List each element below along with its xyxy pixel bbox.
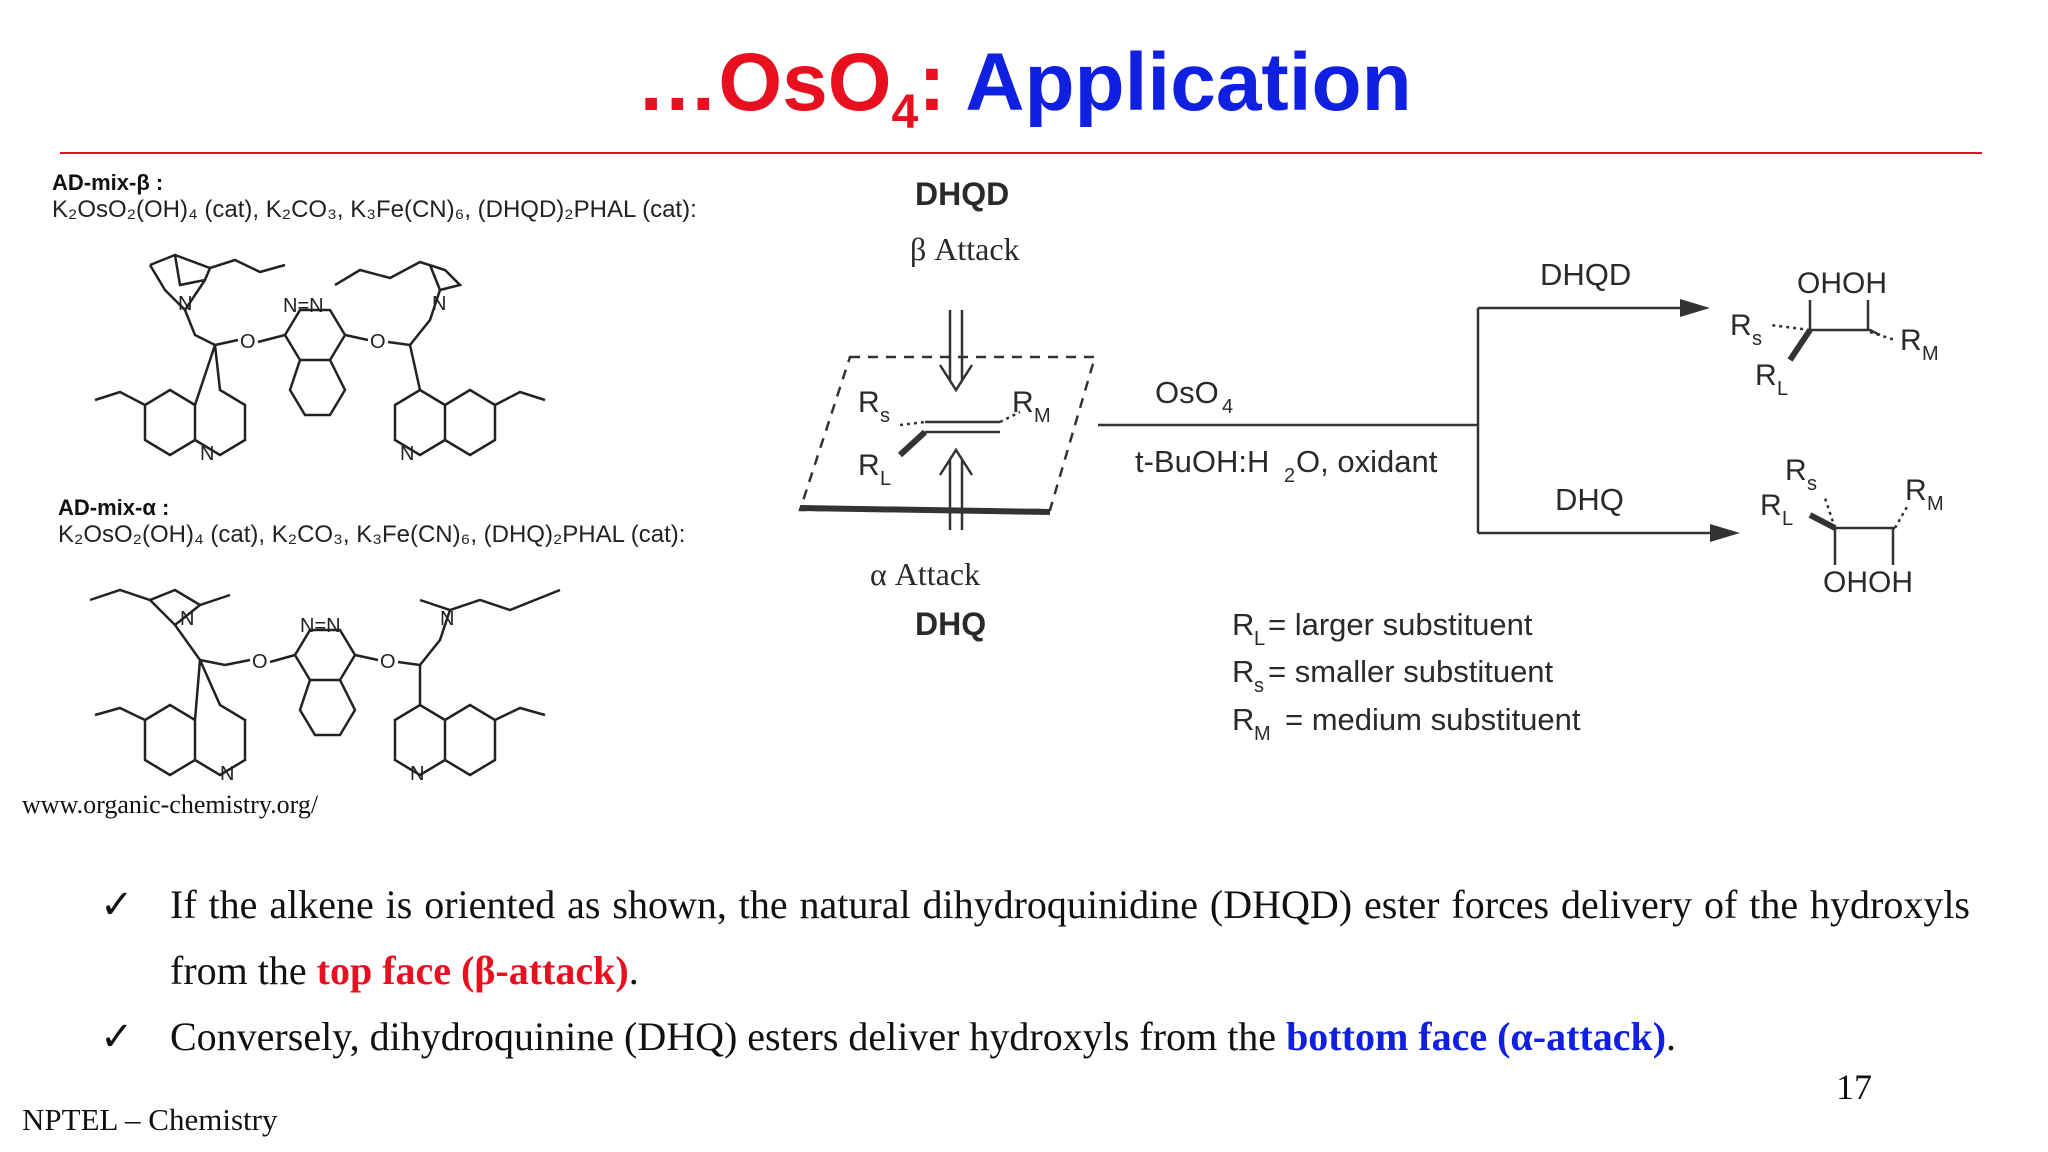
check-icon: ✓ xyxy=(100,882,134,927)
admix-beta-block: AD-mix-β : K₂OsO₂(OH)₄ (cat), K₂CO₃, K₃F… xyxy=(52,170,697,224)
legend-rl-sub: L xyxy=(1254,628,1265,650)
bullet-item-2: ✓ Conversely, dihydroquinine (DHQ) ester… xyxy=(100,1004,1970,1070)
admix-beta-heading: AD-mix-β : xyxy=(52,170,164,195)
substituent-legend: R L = larger substituent R s = smaller s… xyxy=(1232,607,1581,745)
azo-1: N=N xyxy=(283,295,324,317)
bullet-2-end: . xyxy=(1666,1014,1677,1059)
ring-n-3: N xyxy=(432,293,446,315)
bullet-item-1: ✓ If the alkene is oriented as shown, th… xyxy=(100,872,1970,1004)
alkene-rl: R xyxy=(858,449,880,482)
slide-title: …OsO4: Application xyxy=(0,42,2048,137)
footer-text: NPTEL – Chemistry xyxy=(22,1102,278,1137)
product-top-rs-sub: s xyxy=(1752,328,1762,350)
bullet-1-end: . xyxy=(628,948,639,993)
product-top-rm: R xyxy=(1900,324,1922,357)
ring-n-6: N xyxy=(220,763,234,785)
ligand-structures: N N N=N O O N N N N N=N O O N N xyxy=(89,253,561,785)
oxy-1: O xyxy=(240,331,256,353)
legend-rl-text: = larger substituent xyxy=(1268,607,1533,642)
bullet-1-highlight: top face (β-attack) xyxy=(316,948,629,993)
ring-n-4: N xyxy=(400,443,414,465)
reagent-solvent-a: t-BuOH:H xyxy=(1135,444,1269,479)
admix-alpha-reagents: K₂OsO₂(OH)₄ (cat), K₂CO₃, K₃Fe(CN)₆, (DH… xyxy=(58,521,686,548)
oxy-4: O xyxy=(380,651,396,673)
title-subscript: 4 xyxy=(891,86,919,139)
oxy-3: O xyxy=(252,651,268,673)
alkene-rs: R xyxy=(858,386,880,419)
bullet-2-text: Conversely, dihydroquinine (DHQ) esters … xyxy=(170,1014,1287,1059)
reagent-oso4-sub: 4 xyxy=(1222,396,1233,418)
product-top-rs: R xyxy=(1730,309,1752,342)
admix-beta-reagents: K₂OsO₂(OH)₄ (cat), K₂CO₃, K₃Fe(CN)₆, (DH… xyxy=(52,196,697,223)
bullet-2-highlight: bottom face (α-attack) xyxy=(1286,1014,1667,1059)
product-bottom-rm: R xyxy=(1905,474,1927,507)
branch-top-label: DHQD xyxy=(1540,257,1631,292)
bottom-ligand-label: DHQ xyxy=(915,606,986,642)
alkene-rl-sub: L xyxy=(880,468,891,490)
product-top-rm-sub: M xyxy=(1922,343,1939,365)
product-bottom-oh: OHOH xyxy=(1823,566,1913,599)
page-number: 17 xyxy=(1836,1067,1872,1107)
ring-n-5: N xyxy=(180,608,194,630)
product-top-oh: OHOH xyxy=(1797,267,1887,300)
product-bottom-rm-sub: M xyxy=(1927,493,1944,515)
bottom-attack-label: α Attack xyxy=(870,556,980,592)
title-divider xyxy=(60,152,1982,154)
alkene-rm-sub: M xyxy=(1034,405,1051,427)
alkene-rm: R xyxy=(1012,386,1034,419)
legend-rm-text: = medium substituent xyxy=(1285,702,1581,737)
product-bottom-rl: R xyxy=(1760,489,1782,522)
reagent-solvent-sub: 2 xyxy=(1284,465,1295,487)
legend-rs-r: R xyxy=(1232,654,1254,689)
reaction-scheme: DHQD β Attack α Attack DHQ R s R M R L O… xyxy=(798,176,1944,745)
oxy-2: O xyxy=(370,331,386,353)
ring-n-7: N xyxy=(440,608,454,630)
title-main: Application xyxy=(965,37,1412,128)
title-colon: : xyxy=(918,37,946,128)
reagent-oso4: OsO xyxy=(1155,375,1219,410)
product-bottom-rl-sub: L xyxy=(1782,508,1793,530)
reagent-solvent-b: O, oxidant xyxy=(1296,444,1438,479)
check-icon: ✓ xyxy=(100,1014,134,1059)
admix-alpha-heading: AD-mix-α : xyxy=(58,495,170,520)
dhq-phal-structure xyxy=(89,588,561,777)
branch-bottom-label: DHQ xyxy=(1555,482,1624,517)
top-ligand-label: DHQD xyxy=(915,176,1009,212)
product-bottom-rs-sub: s xyxy=(1807,473,1817,495)
legend-rm-r: R xyxy=(1232,702,1254,737)
admix-alpha-block: AD-mix-α : K₂OsO₂(OH)₄ (cat), K₂CO₃, K₃F… xyxy=(58,495,685,549)
dhqd-phal-structure xyxy=(94,253,546,457)
legend-rl-r: R xyxy=(1232,607,1254,642)
alkene-rs-sub: s xyxy=(880,405,890,427)
product-bottom-rs: R xyxy=(1785,454,1807,487)
bullet-1-text: If the alkene is oriented as shown, the … xyxy=(170,882,1970,993)
bullet-list: ✓ If the alkene is oriented as shown, th… xyxy=(100,872,1970,1070)
product-top-rl-sub: L xyxy=(1777,378,1788,400)
product-top-rl: R xyxy=(1755,359,1777,392)
azo-2: N=N xyxy=(300,615,341,637)
ring-n-1: N xyxy=(178,293,192,315)
ring-n-8: N xyxy=(410,763,424,785)
title-prefix: …OsO xyxy=(636,37,892,128)
legend-rs-sub: s xyxy=(1254,675,1264,697)
top-attack-label: β Attack xyxy=(910,231,1020,267)
ring-n-2: N xyxy=(200,443,214,465)
legend-rs-text: = smaller substituent xyxy=(1268,654,1554,689)
legend-rm-sub: M xyxy=(1254,723,1271,745)
source-url: www.organic-chemistry.org/ xyxy=(22,790,319,819)
